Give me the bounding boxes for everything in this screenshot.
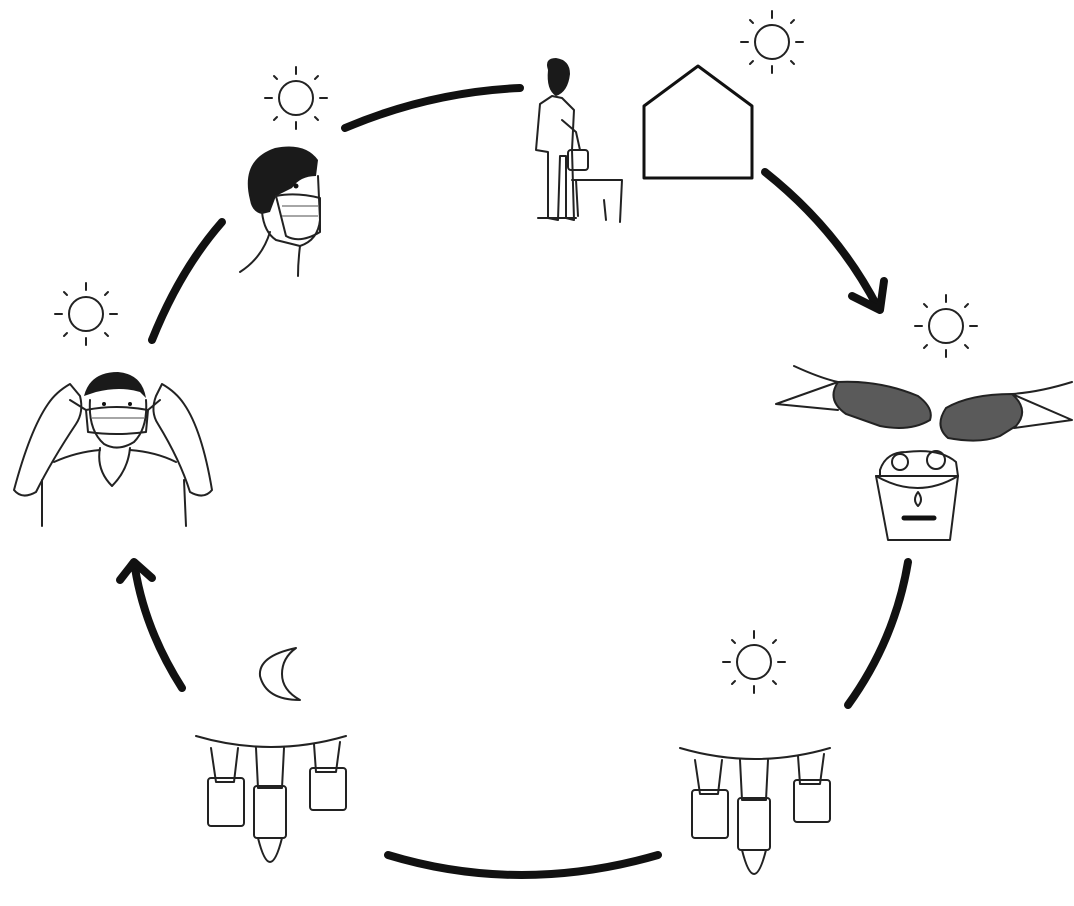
sun-icon [914, 294, 978, 358]
connector-putting-on-to-mask [148, 218, 226, 344]
house-icon [642, 64, 754, 180]
masks-drying-on-line-icon [195, 735, 347, 863]
sun-icon [722, 630, 786, 694]
connector-drying-to-night [384, 851, 662, 879]
stage-drying-outside [679, 630, 831, 875]
masks-drying-on-line-icon [679, 747, 831, 875]
stage-at-home [535, 10, 804, 223]
gloved-hands-washing-bucket-icon [775, 365, 1073, 541]
stage-wearing-mask [239, 66, 328, 277]
stage-putting-on-mask [13, 282, 213, 527]
sun-icon [740, 10, 804, 74]
connector-night-to-putting-on [131, 564, 186, 692]
sun-icon [54, 282, 118, 346]
man-wearing-mask-icon [239, 146, 321, 277]
connector-washing-to-drying [844, 558, 912, 709]
arrowhead-to-washing [848, 277, 888, 314]
crescent-moon-icon [258, 647, 301, 701]
man-putting-on-mask-icon [13, 372, 213, 527]
person-with-bag-icon [535, 58, 623, 223]
connector-home-to-washing [761, 168, 882, 312]
cycle-connectors [116, 84, 912, 879]
stage-drying-overnight [195, 647, 347, 863]
connector-mask-to-home [341, 84, 524, 132]
sun-icon [264, 66, 328, 130]
arrowhead-to-putting-on [116, 558, 156, 584]
stage-washing [775, 294, 1073, 541]
